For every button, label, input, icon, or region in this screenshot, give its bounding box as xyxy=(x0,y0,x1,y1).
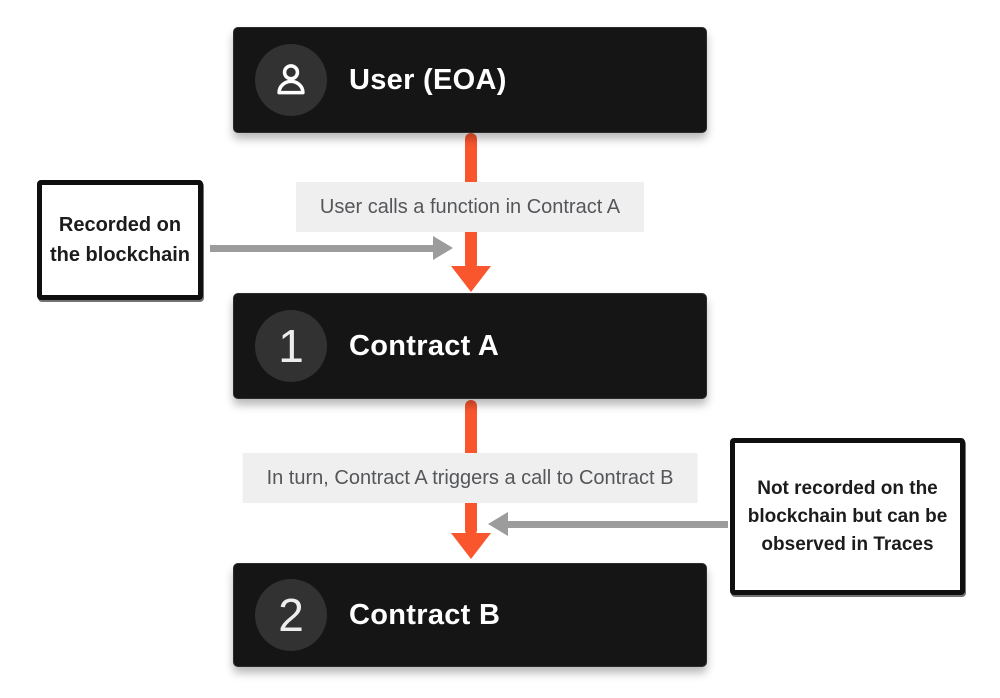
annotation-arrow-left-shaft xyxy=(210,245,434,252)
arrow-down-icon xyxy=(451,266,491,292)
node-title-user-eoa: User (EOA) xyxy=(349,63,507,96)
node-title-contract-b: Contract B xyxy=(349,598,501,631)
edge-label-contract-a-triggers-b: In turn, Contract A triggers a call to C… xyxy=(242,453,698,503)
arrow-down-icon xyxy=(451,533,491,559)
annotation-arrow-right-shaft xyxy=(508,521,728,528)
arrow-right-icon xyxy=(433,236,453,260)
node-contract-b: 2 Contract B xyxy=(233,563,707,667)
annotation-text: Recorded on the blockchain xyxy=(49,214,191,266)
user-icon xyxy=(277,64,305,95)
edge-label-user-calls-contract-a: User calls a function in Contract A xyxy=(295,182,645,232)
step-number: 1 xyxy=(278,320,304,372)
annotation-text: Not recorded on the blockchain but can b… xyxy=(747,477,948,555)
node-user-eoa: User (EOA) xyxy=(233,27,707,133)
annotation-recorded-on-blockchain: Recorded on the blockchain xyxy=(37,180,203,300)
node-title-contract-a: Contract A xyxy=(349,329,500,362)
user-avatar-circle xyxy=(255,44,327,116)
step-1-badge: 1 xyxy=(255,310,327,382)
step-2-badge: 2 xyxy=(255,579,327,651)
node-contract-a: 1 Contract A xyxy=(233,293,707,399)
arrow-left-icon xyxy=(488,512,508,536)
step-number: 2 xyxy=(278,589,304,641)
annotation-not-recorded-traces: Not recorded on the blockchain but can b… xyxy=(730,438,965,595)
